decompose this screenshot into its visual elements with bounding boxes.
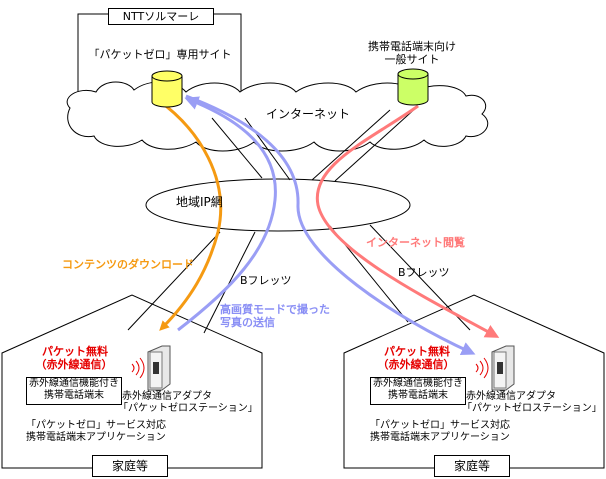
upload-arrow-right [185,94,476,356]
adapter-label-left-1: 赤外線通信アダプタ [122,391,212,402]
home-box-right: 家庭等 [434,455,510,477]
phone-label-right-1: 赤外線通信機能付き [373,378,463,389]
house-right-outline [343,294,605,469]
free-label-right-2: （赤外線通信） [377,358,455,371]
download-arrow [157,98,223,331]
free-label-right-1: パケット無料 [384,345,450,358]
general-site-label-2: 一般サイト [384,53,440,66]
regional-ip-ellipse [145,178,411,232]
ir-waves-left-icon [131,357,145,379]
phone-box-right: 赤外線通信機能付き 携帯電話端末 [370,377,466,405]
photo-label-2: 写真の送信 [220,316,275,329]
adapter-label-left-2: 「パケットゼロステーション」 [118,403,258,414]
browse-label: インターネット閲覧 [366,236,465,249]
bflets-right-label: Bフレッツ [398,266,450,279]
free-label-left-1: パケット無料 [42,345,108,358]
app-label-left-2: 携帯電話端末アプリケーション [26,432,166,443]
app-label-right-2: 携帯電話端末アプリケーション [370,432,510,443]
free-label-left-2: （赤外線通信） [35,358,113,371]
regional-ip-label: 地域IP網 [176,195,223,209]
adapter-label-right-1: 赤外線通信アダプタ [466,391,556,402]
ir-waves-right-icon [475,357,489,379]
download-label: コンテンツのダウンロード [62,258,194,271]
photo-label-1: 高画質モードで撮った [220,303,330,316]
phone-label-right-2: 携帯電話端末 [388,390,448,401]
house-left-outline [1,294,263,469]
adapter-label-right-2: 「パケットゼロステーション」 [462,403,602,414]
packet-db-icon [151,70,183,108]
internet-label: インターネット [266,107,351,121]
general-db-icon [397,68,429,106]
browse-arrow [315,104,500,338]
home-box-left: 家庭等 [92,455,168,477]
bflets-left-label: Bフレッツ [240,274,292,287]
upload-arrow-left [177,96,277,332]
adapter-device-left-icon [147,345,171,391]
phone-label-left-2: 携帯電話端末 [44,390,104,401]
ntt-title: NTTソルマーレ [108,8,214,25]
app-label-left-1: 「パケットゼロ」サービス対応 [26,420,166,431]
phone-box-left: 赤外線通信機能付き 携帯電話端末 [26,377,122,405]
app-label-right-1: 「パケットゼロ」サービス対応 [370,420,510,431]
general-site-label-1: 携帯電話端末向け [368,40,456,53]
phone-label-left-1: 赤外線通信機能付き [29,378,119,389]
adapter-device-right-icon [491,345,515,391]
packet-zero-site-label: 「パケットゼロ」専用サイト [88,48,232,61]
